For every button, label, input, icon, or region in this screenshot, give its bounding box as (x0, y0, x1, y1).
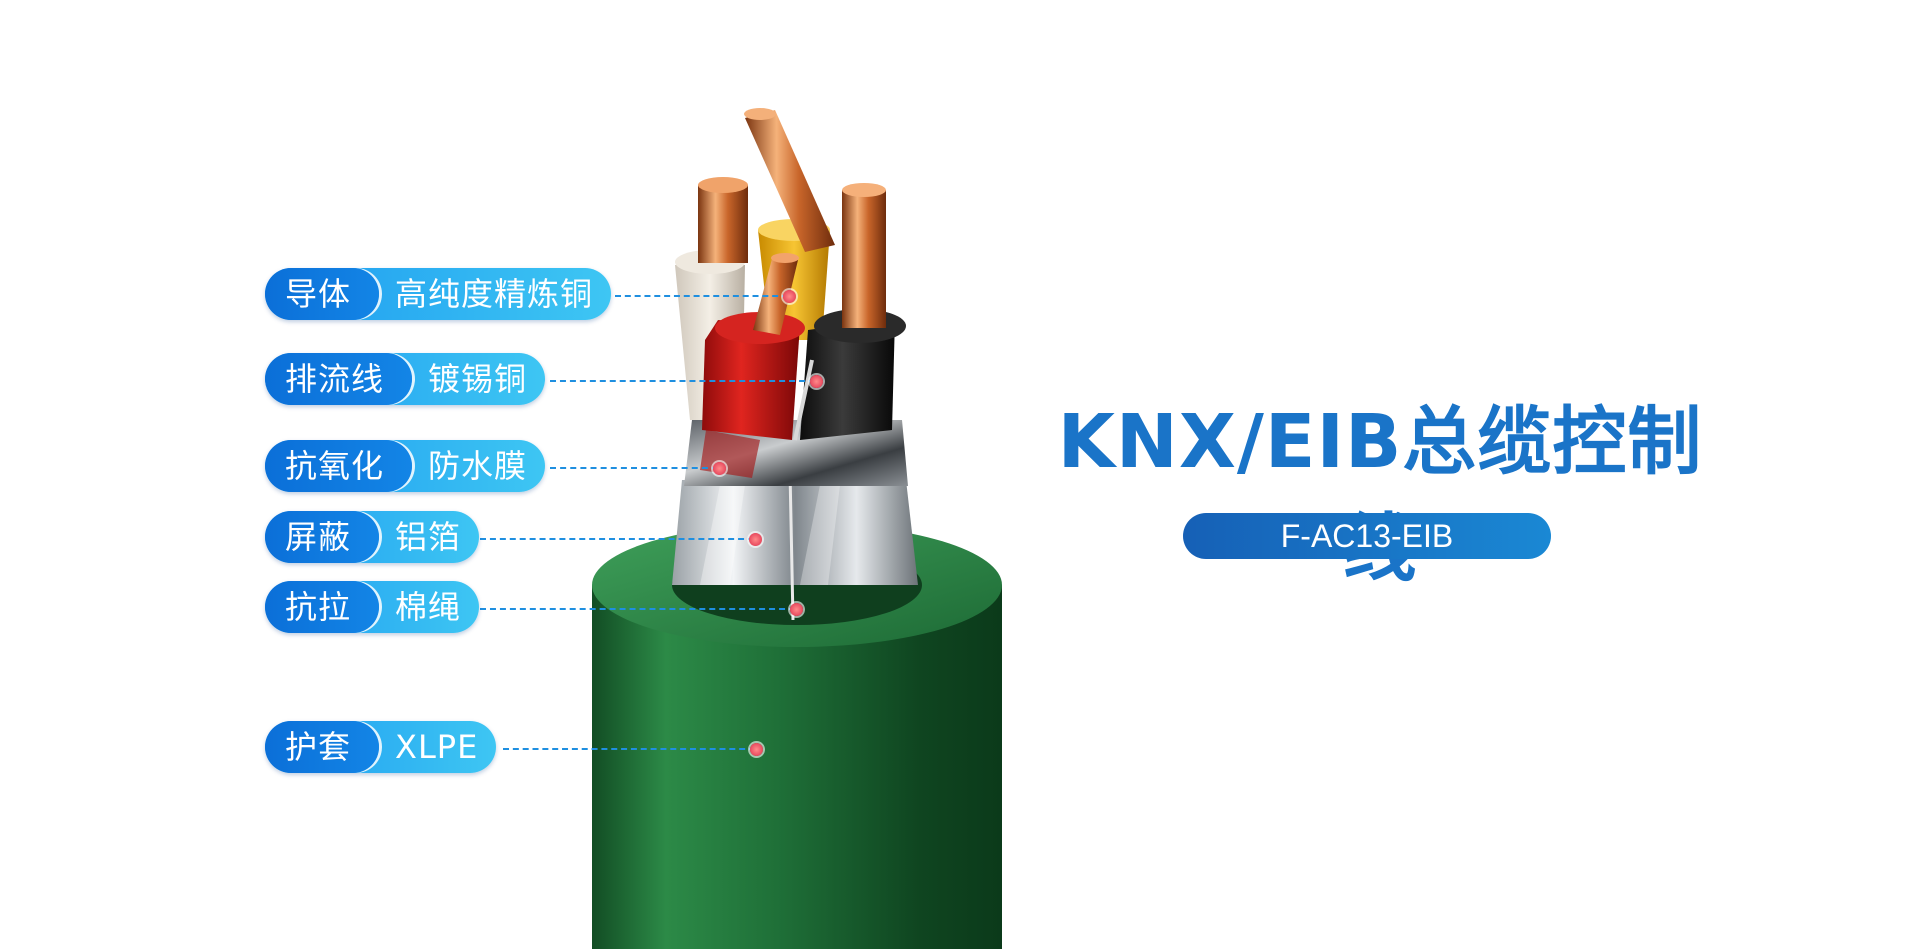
marker-drain-wire (810, 375, 823, 388)
label-drain-wire: 排流线 镀锡铜 (265, 353, 546, 405)
leader-line-cotton-rope (480, 608, 795, 610)
leader-line-foil-shield (480, 538, 754, 540)
label-foil-shield: 屏蔽 铝箔 (265, 511, 480, 563)
label-value: 镀锡铜 (428, 360, 528, 398)
leader-line-waterproof-film (550, 467, 718, 469)
marker-waterproof-film (713, 462, 726, 475)
label-value: 高纯度精炼铜 (395, 275, 594, 313)
label-value: 铝箔 (395, 518, 462, 556)
label-tag: 抗拉 (265, 581, 380, 633)
product-title: KNX/EIB总缆控制线 (1057, 399, 1703, 592)
label-waterproof-film: 抗氧化 防水膜 (265, 440, 546, 492)
marker-cotton-rope (790, 603, 803, 616)
marker-jacket (750, 743, 763, 756)
label-tag: 抗氧化 (265, 440, 413, 492)
label-tag: 导体 (265, 268, 380, 320)
label-tag: 屏蔽 (265, 511, 380, 563)
label-value: XLPE (395, 728, 479, 766)
label-value: 防水膜 (428, 447, 528, 485)
label-tag: 护套 (265, 721, 380, 773)
label-cotton-rope: 抗拉 棉绳 (265, 581, 480, 633)
label-conductor: 导体 高纯度精炼铜 (265, 268, 612, 320)
leader-line-drain-wire (550, 380, 815, 382)
label-value: 棉绳 (395, 588, 462, 626)
model-badge: F-AC13-EIB (1183, 513, 1551, 559)
leader-line-conductor (615, 295, 788, 297)
marker-foil-shield (749, 533, 762, 546)
label-tag: 排流线 (265, 353, 413, 405)
marker-conductor (783, 290, 796, 303)
leader-line-jacket (503, 748, 755, 750)
label-jacket: 护套 XLPE (265, 721, 497, 773)
